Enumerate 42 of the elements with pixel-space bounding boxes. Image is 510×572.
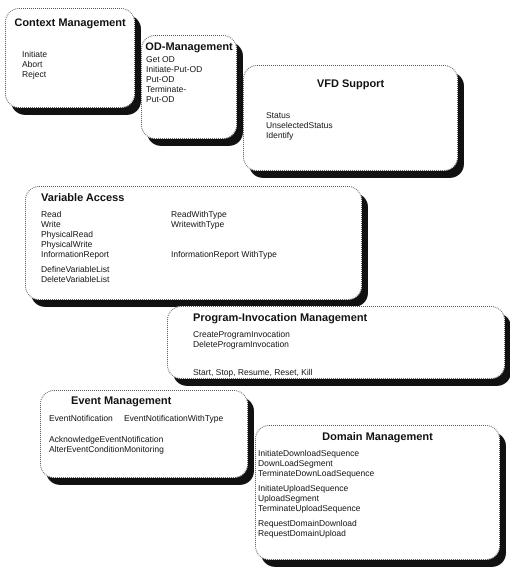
service-name: DownLoadSegment xyxy=(258,458,333,468)
service-name: DefineVariableList xyxy=(41,264,110,274)
service-name: RequestDomainDownload xyxy=(258,518,357,528)
service-name: PhysicalRead xyxy=(41,229,93,239)
service-name: AlterEventConditionMonitoring xyxy=(49,444,164,454)
service-name: Initiate xyxy=(22,49,48,59)
service-name: EventNotificationWithType xyxy=(124,413,224,423)
card-heading: Event Management xyxy=(71,395,172,408)
service-name: Abort xyxy=(22,59,42,69)
card-heading: Domain Management xyxy=(321,431,434,444)
service-name: Status xyxy=(266,110,290,120)
service-name: UnselectedStatus xyxy=(266,120,333,130)
card-heading: Program-Invocation Management xyxy=(193,312,368,325)
service-name: Write xyxy=(41,219,61,229)
service-name: TerminateUploadSequence xyxy=(258,503,361,513)
card-heading: Variable Access xyxy=(41,192,124,205)
service-name: Read xyxy=(41,209,62,219)
service-name: UploadSegment xyxy=(258,493,319,503)
service-name: CreateProgramInvocation xyxy=(193,329,290,339)
service-name: InformationReport xyxy=(41,249,110,259)
service-name: Start, Stop, Resume, Reset, Kill xyxy=(193,367,313,377)
card-heading: OD-Management xyxy=(144,41,234,54)
service-name: Get OD xyxy=(146,54,175,64)
service-name: TerminateDownLoadSequence xyxy=(258,468,374,478)
service-name: ReadWithType xyxy=(171,209,227,219)
service-name: Initiate-Put-OD xyxy=(146,64,202,74)
service-name: Terminate- Put-OD xyxy=(146,84,188,104)
service-name: Identify xyxy=(266,130,294,140)
service-name: DeleteVariableList xyxy=(41,274,110,284)
service-name: WritewithType xyxy=(171,219,224,229)
service-name: EventNotification xyxy=(49,413,113,423)
service-name: Put-OD xyxy=(146,74,174,84)
service-name: InitiateDownloadSequence xyxy=(258,448,360,458)
service-name: DeleteProgramInvocation xyxy=(193,339,289,349)
service-name: RequestDomainUpload xyxy=(258,528,346,538)
service-name: Reject xyxy=(22,69,46,79)
card-heading: VFD Support xyxy=(316,78,386,91)
service-name: PhysicalWrite xyxy=(41,239,92,249)
service-name: InitiateUploadSequence xyxy=(258,483,348,493)
service-name: InformationReport WithType xyxy=(171,249,277,259)
service-name: AcknowledgeEventNotification xyxy=(49,434,164,444)
card-heading: Context Management xyxy=(13,17,127,30)
